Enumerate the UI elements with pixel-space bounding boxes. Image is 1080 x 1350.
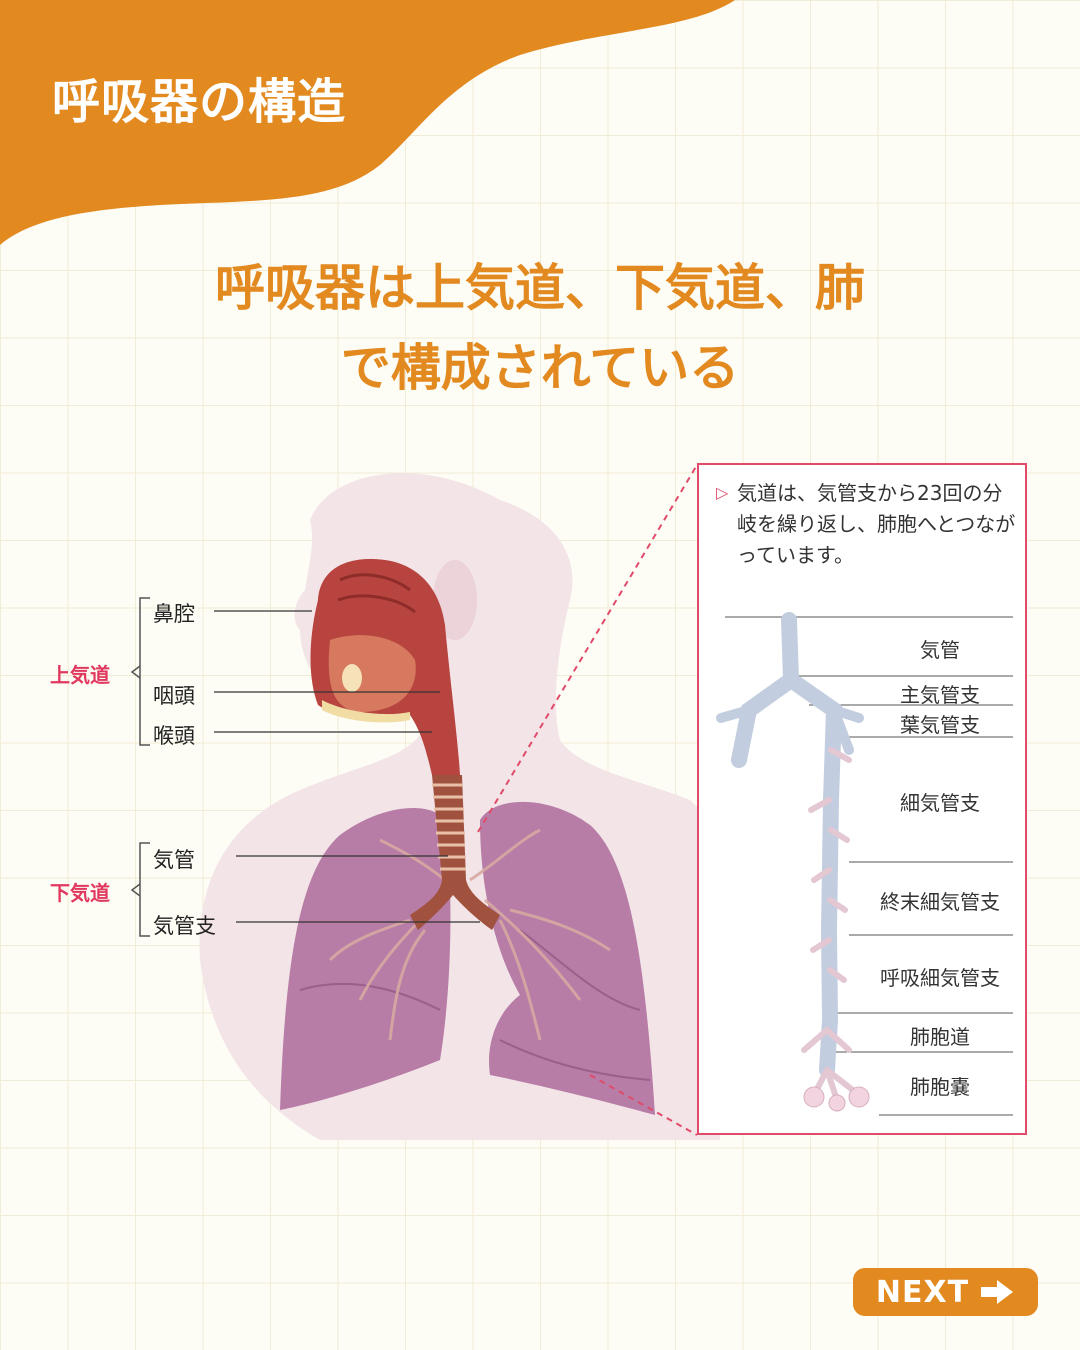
page-title: 呼吸器の構造	[52, 74, 347, 130]
nasal-cavity-label: 鼻腔	[153, 602, 195, 626]
bronchial-detail-panel	[697, 463, 1027, 1135]
detail-main-bronchus-label: 主気管支	[900, 683, 980, 707]
lower-airway-group-label: 下気道	[50, 881, 110, 905]
detail-terminal-bronchioles-label: 終末細気管支	[880, 890, 1000, 914]
leader-lines	[214, 610, 480, 923]
detail-alveolar-ducts-label: 肺胞道	[910, 1025, 970, 1049]
detail-trachea-label: 気管	[920, 638, 960, 662]
label-brackets	[130, 597, 150, 937]
bronchial-tree	[716, 612, 870, 1112]
bronchi-label: 気管支	[153, 914, 216, 938]
zoom-indicator-lines	[477, 464, 698, 1136]
trachea-label: 気管	[153, 848, 195, 872]
trachea	[410, 775, 500, 930]
lungs	[280, 801, 655, 1115]
respiratory-illustration	[130, 464, 720, 1141]
caption-marker-icon: ▷	[716, 483, 729, 502]
detail-bronchioles-label: 細気管支	[900, 791, 980, 815]
detail-respiratory-bronchioles-label: 呼吸細気管支	[880, 966, 1000, 990]
headline: 呼吸器は上気道、下気道、肺 で構成されている	[0, 248, 1080, 408]
bronchial-tree-diagram	[716, 612, 1013, 1116]
detail-caption: 気道は、気管支から23回の分岐を繰り返し、肺胞へとつながっています。	[737, 481, 1016, 567]
upper-airway-group-label: 上気道	[50, 663, 110, 687]
larynx-label: 喉頭	[153, 724, 195, 748]
next-button-label: NEXT	[875, 1274, 970, 1310]
upper-airway	[310, 559, 460, 775]
arrow-right-icon	[981, 1280, 1014, 1304]
detail-alveolar-sacs-label: 肺胞嚢	[910, 1075, 970, 1099]
headline-line-2: で構成されている	[340, 339, 740, 397]
header-blob	[0, 0, 735, 245]
next-button[interactable]: NEXT	[853, 1268, 1038, 1316]
headline-line-1: 呼吸器は上気道、下気道、肺	[215, 259, 865, 317]
pharynx-label: 咽頭	[153, 684, 195, 708]
detail-lobar-bronchus-label: 葉気管支	[900, 713, 980, 737]
